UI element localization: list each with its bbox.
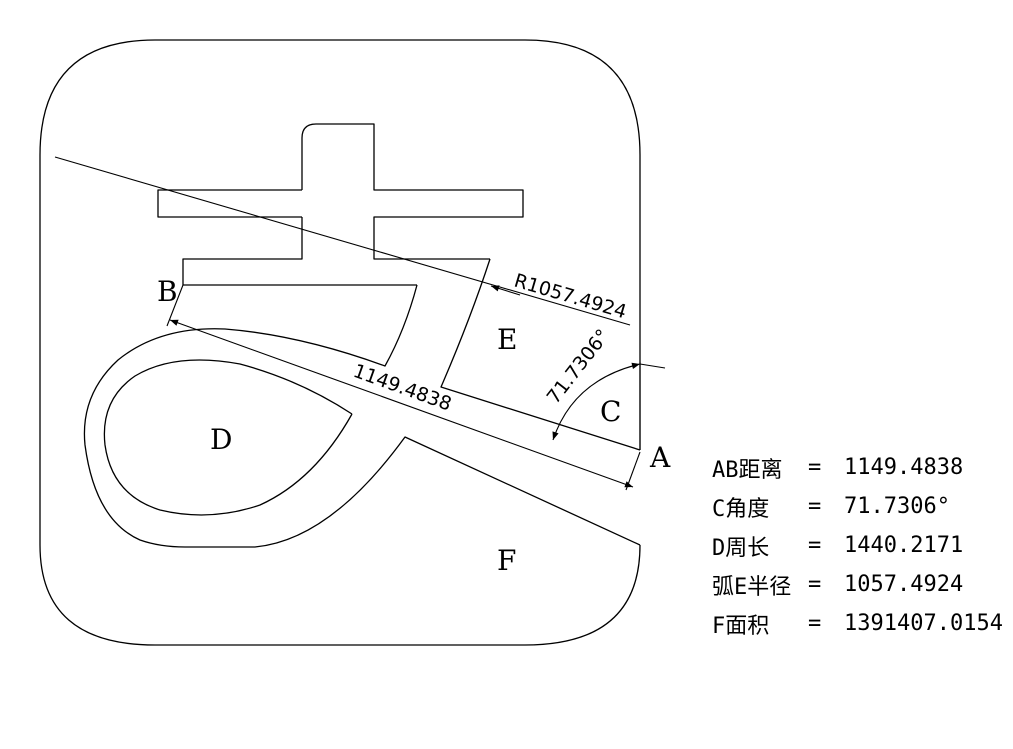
angle-arc-tail [639, 363, 666, 369]
radius-arrow [490, 285, 521, 296]
distance-ext-b [166, 284, 184, 327]
result-value: 1057.4924 [844, 572, 964, 597]
result-eq: = [808, 611, 822, 636]
result-value: 1440.2171 [844, 533, 964, 558]
distance-dim-line [169, 319, 634, 488]
distance-ext-a [625, 451, 641, 491]
label-d: D [210, 423, 232, 456]
label-c: C [600, 395, 621, 428]
radius-leader [54, 156, 631, 326]
result-row-d: D周长 = 1440.2171 [712, 526, 1003, 565]
distance-text: 1149.4838 [350, 360, 454, 416]
result-key: F面积 [712, 613, 770, 639]
result-key: 弧E半径 [712, 574, 792, 600]
result-eq: = [808, 455, 822, 480]
label-b: B [157, 275, 178, 308]
result-eq: = [808, 533, 822, 558]
radius-text: R1057.4924 [512, 270, 629, 324]
result-row-f: F面积 = 1391407.0154 [712, 604, 1003, 643]
label-a: A [649, 441, 671, 474]
result-key: D周长 [712, 535, 770, 561]
rounded-frame [39, 39, 641, 646]
result-value: 1149.4838 [844, 455, 964, 480]
results-table: AB距离 = 1149.4838 C角度 = 71.7306° D周长 = 14… [712, 448, 1003, 643]
result-row-c: C角度 = 71.7306° [712, 487, 1003, 526]
result-key: C角度 [712, 496, 770, 522]
result-row-e: 弧E半径 = 1057.4924 [712, 565, 1003, 604]
result-eq: = [808, 572, 822, 597]
result-eq: = [808, 494, 822, 519]
result-key: AB距离 [712, 457, 783, 483]
label-f: F [497, 544, 516, 577]
result-row-ab: AB距离 = 1149.4838 [712, 448, 1003, 487]
result-value: 1391407.0154 [844, 611, 1003, 636]
glyph-cross [157, 123, 524, 286]
angle-arc [552, 362, 641, 441]
label-e: E [497, 323, 517, 356]
result-value: 71.7306° [844, 494, 950, 519]
